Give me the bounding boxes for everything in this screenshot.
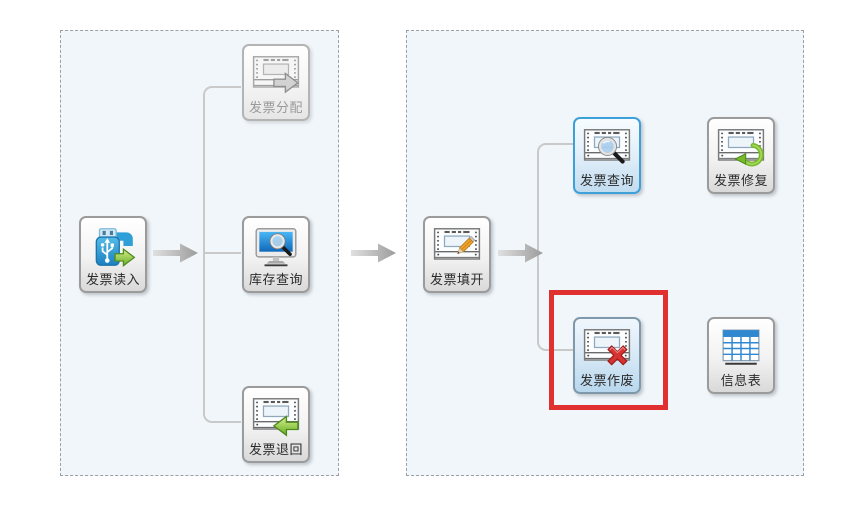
button-label: 发票分配 xyxy=(248,101,303,116)
button-label: 发票读入 xyxy=(85,273,140,288)
button-label: 库存查询 xyxy=(248,273,303,288)
table-icon xyxy=(709,322,773,374)
button-invoice-repair[interactable]: 发票修复 xyxy=(707,117,775,194)
right-branch-connector xyxy=(537,143,574,351)
left-middle-stub xyxy=(203,252,241,254)
red-highlight-box xyxy=(549,290,668,410)
button-label: 发票填开 xyxy=(429,273,484,288)
button-invoice-assign: 发票分配 xyxy=(242,44,310,121)
invoice-query-icon xyxy=(575,122,639,174)
arrow-left-to-right-panel xyxy=(351,243,396,263)
button-info-table[interactable]: 信息表 xyxy=(707,317,775,394)
monitor-search-icon xyxy=(244,221,308,273)
invoice-return-icon xyxy=(244,391,308,443)
button-invoice-fill[interactable]: 发票填开 xyxy=(423,216,491,293)
invoice-void-icon xyxy=(575,322,639,374)
button-label: 信息表 xyxy=(720,374,762,389)
usb-read-icon xyxy=(81,221,145,273)
button-invoice-read[interactable]: 发票读入 xyxy=(79,216,147,293)
button-stock-query[interactable]: 库存查询 xyxy=(242,216,310,293)
arrow-fill-to-branch xyxy=(498,243,543,263)
arrow-read-to-branch xyxy=(153,243,198,263)
button-invoice-return[interactable]: 发票退回 xyxy=(242,386,310,463)
invoice-repair-icon xyxy=(709,122,773,174)
button-invoice-void[interactable]: 发票作废 xyxy=(573,317,641,394)
button-label: 发票查询 xyxy=(579,174,634,189)
left-branch-connector xyxy=(203,86,241,423)
button-invoice-query[interactable]: 发票查询 xyxy=(573,117,641,194)
button-label: 发票退回 xyxy=(248,443,303,458)
invoice-assign-icon xyxy=(244,49,308,101)
button-label: 发票修复 xyxy=(713,174,768,189)
invoice-fill-icon xyxy=(425,221,489,273)
button-label: 发票作废 xyxy=(579,374,634,389)
